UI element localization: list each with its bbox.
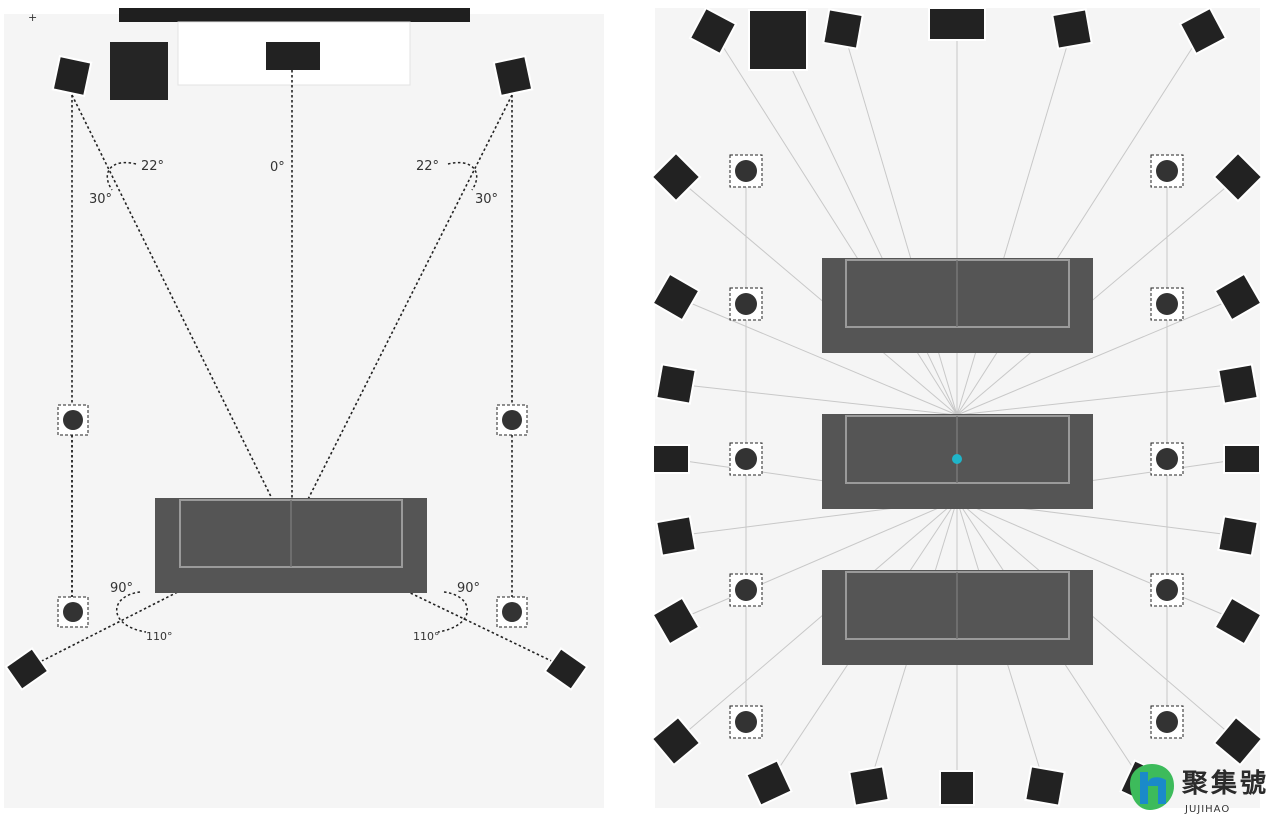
- perimeter-speaker: [939, 770, 975, 806]
- inwall-speaker: [729, 442, 763, 476]
- inwall-speaker: [1150, 154, 1184, 188]
- watermark-latin: JUJIHAO: [1184, 804, 1230, 815]
- angle-label-front-right-inner: 22°: [416, 159, 439, 174]
- perimeter-speaker: [1024, 765, 1066, 807]
- perimeter-speaker: [1217, 363, 1259, 405]
- side-right-speaker: [496, 404, 528, 436]
- center-speaker: [266, 42, 320, 70]
- angle-label-front-left-inner: 22°: [141, 159, 164, 174]
- surround-left-speaker: [57, 596, 89, 628]
- perimeter-speaker: [650, 715, 702, 767]
- watermark-chinese: 聚集號: [1181, 768, 1269, 799]
- logo-icon: [1130, 764, 1174, 810]
- perimeter-speaker: [652, 444, 690, 474]
- perimeter-speaker: [655, 363, 697, 405]
- perimeter-speaker: [1213, 272, 1263, 322]
- angle-arcs: [106, 161, 478, 633]
- front-left-speaker: [51, 54, 93, 98]
- side-left-speaker: [57, 404, 89, 436]
- inwall-speaker: [729, 154, 763, 188]
- perimeter-speaker: [688, 6, 738, 56]
- projection-screen: [119, 8, 470, 22]
- inwall-speakers: [729, 154, 1184, 739]
- left-layout-panel: +: [4, 8, 604, 808]
- surround-right-speaker: [496, 596, 528, 628]
- inwall-speaker: [1150, 287, 1184, 321]
- perimeter-speaker: [651, 596, 701, 646]
- angle-label-side-right: 90°: [457, 581, 480, 596]
- front-right-speaker: [492, 54, 534, 98]
- sofa-row-1: [822, 258, 1093, 353]
- perimeter-speaker: [1178, 6, 1228, 56]
- rear-right-speaker: [543, 646, 589, 692]
- perimeter-speaker: [745, 759, 793, 807]
- inwall-speaker: [729, 705, 763, 739]
- listener-position-dot: [952, 454, 962, 464]
- perimeter-speaker: [928, 7, 986, 41]
- perimeter-speaker: [1213, 596, 1263, 646]
- left-sofa: [155, 498, 427, 593]
- inwall-speaker: [729, 573, 763, 607]
- corner-mark: +: [28, 11, 37, 24]
- perimeter-speaker: [650, 151, 702, 203]
- radial-lines: [670, 24, 1243, 788]
- perimeter-speaker: [848, 765, 890, 807]
- subwoofer: [110, 42, 168, 100]
- perimeter-speaker: [1051, 8, 1093, 50]
- inwall-speaker: [1150, 705, 1184, 739]
- angle-label-side-left: 90°: [110, 581, 133, 596]
- perimeter-speaker: [748, 9, 808, 71]
- perimeter-speaker: [655, 515, 697, 557]
- inwall-speaker: [1150, 573, 1184, 607]
- right-layout-panel: [650, 6, 1264, 808]
- perimeter-speaker: [1212, 715, 1264, 767]
- perimeter-speaker: [1212, 151, 1264, 203]
- angle-label-rear-left: 110°: [146, 630, 173, 643]
- perimeter-speaker: [1217, 515, 1259, 557]
- perimeter-speakers: [650, 6, 1264, 807]
- angle-label-front-right-outer: 30°: [475, 192, 498, 207]
- inwall-speaker: [1150, 442, 1184, 476]
- angle-label-rear-right: 110°: [413, 630, 440, 643]
- perimeter-speaker: [651, 272, 701, 322]
- watermark-logo: 聚集號 JUJIHAO: [1130, 764, 1269, 815]
- inwall-speaker: [729, 287, 763, 321]
- perimeter-speaker: [822, 8, 864, 50]
- perimeter-speaker: [1223, 444, 1261, 474]
- sofa-row-3: [822, 570, 1093, 665]
- rear-left-speaker: [4, 646, 50, 692]
- angle-label-center: 0°: [270, 160, 285, 175]
- angle-label-front-left-outer: 30°: [89, 192, 112, 207]
